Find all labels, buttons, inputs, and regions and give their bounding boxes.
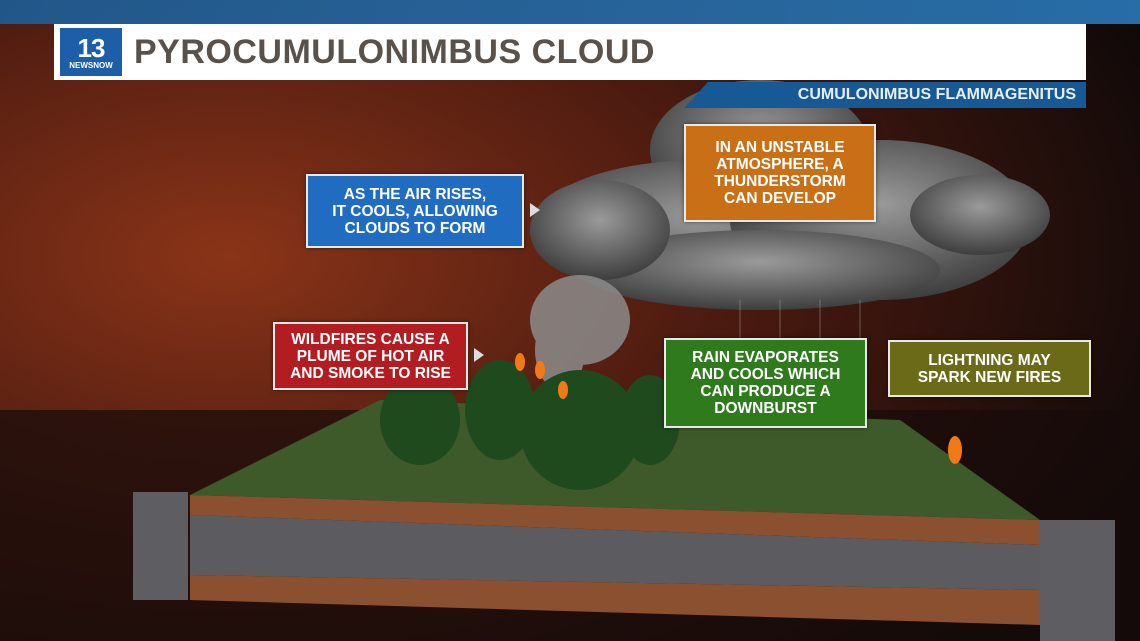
label-line: IN AN UNSTABLE xyxy=(715,139,845,156)
label-lightning: LIGHTNING MAY SPARK NEW FIRES xyxy=(888,340,1091,397)
pointer-arrow xyxy=(474,348,484,362)
forest-trees xyxy=(380,360,680,490)
title-bar: 13 NEWSNOW PYROCUMULONIMBUS CLOUD xyxy=(54,24,1086,80)
label-unstable-atmosphere: IN AN UNSTABLE ATMOSPHERE, A THUNDERSTOR… xyxy=(684,124,876,222)
smoke-plume xyxy=(530,275,630,390)
subtitle-bar: CUMULONIMBUS FLAMMAGENITUS xyxy=(684,82,1086,108)
label-wildfires: WILDFIRES CAUSE A PLUME OF HOT AIR AND S… xyxy=(273,322,468,390)
label-line: CLOUDS TO FORM xyxy=(344,219,486,237)
logo-text: NEWSNOW xyxy=(69,60,113,70)
label-line: CAN PRODUCE A xyxy=(700,383,831,400)
page-title: PYROCUMULONIMBUS CLOUD xyxy=(134,32,655,71)
label-line: PLUME OF HOT AIR xyxy=(296,347,445,365)
pointer-arrow xyxy=(530,203,540,217)
logo-number: 13 xyxy=(77,32,106,63)
label-line: IT COOLS, ALLOWING xyxy=(332,202,498,220)
label-line: AND COOLS WHICH xyxy=(690,366,841,383)
fire-flames xyxy=(515,353,962,464)
terrain-front-slab xyxy=(190,515,1040,590)
top-accent-bar xyxy=(0,0,1140,24)
label-line: THUNDERSTORM xyxy=(714,173,846,190)
corner-post-right xyxy=(1040,520,1115,641)
label-line: CAN DEVELOP xyxy=(724,190,836,207)
terrain-front-wood xyxy=(190,495,1040,545)
label-line: SPARK NEW FIRES xyxy=(917,368,1062,386)
label-line: RAIN EVAPORATES xyxy=(692,349,839,366)
label-air-rises: AS THE AIR RISES, IT COOLS, ALLOWING CLO… xyxy=(306,174,524,248)
label-line: AS THE AIR RISES, xyxy=(343,185,487,203)
label-line: WILDFIRES CAUSE A xyxy=(291,330,450,348)
label-line: DOWNBURST xyxy=(714,400,817,417)
label-line: AND SMOKE TO RISE xyxy=(290,364,451,382)
label-line: LIGHTNING MAY xyxy=(928,351,1051,369)
label-rain-downburst: RAIN EVAPORATES AND COOLS WHICH CAN PROD… xyxy=(664,338,867,428)
label-line: ATMOSPHERE, A xyxy=(716,156,844,173)
terrain-front-base xyxy=(190,575,1040,625)
station-logo: 13 NEWSNOW xyxy=(60,28,122,76)
corner-post-left xyxy=(133,492,188,600)
